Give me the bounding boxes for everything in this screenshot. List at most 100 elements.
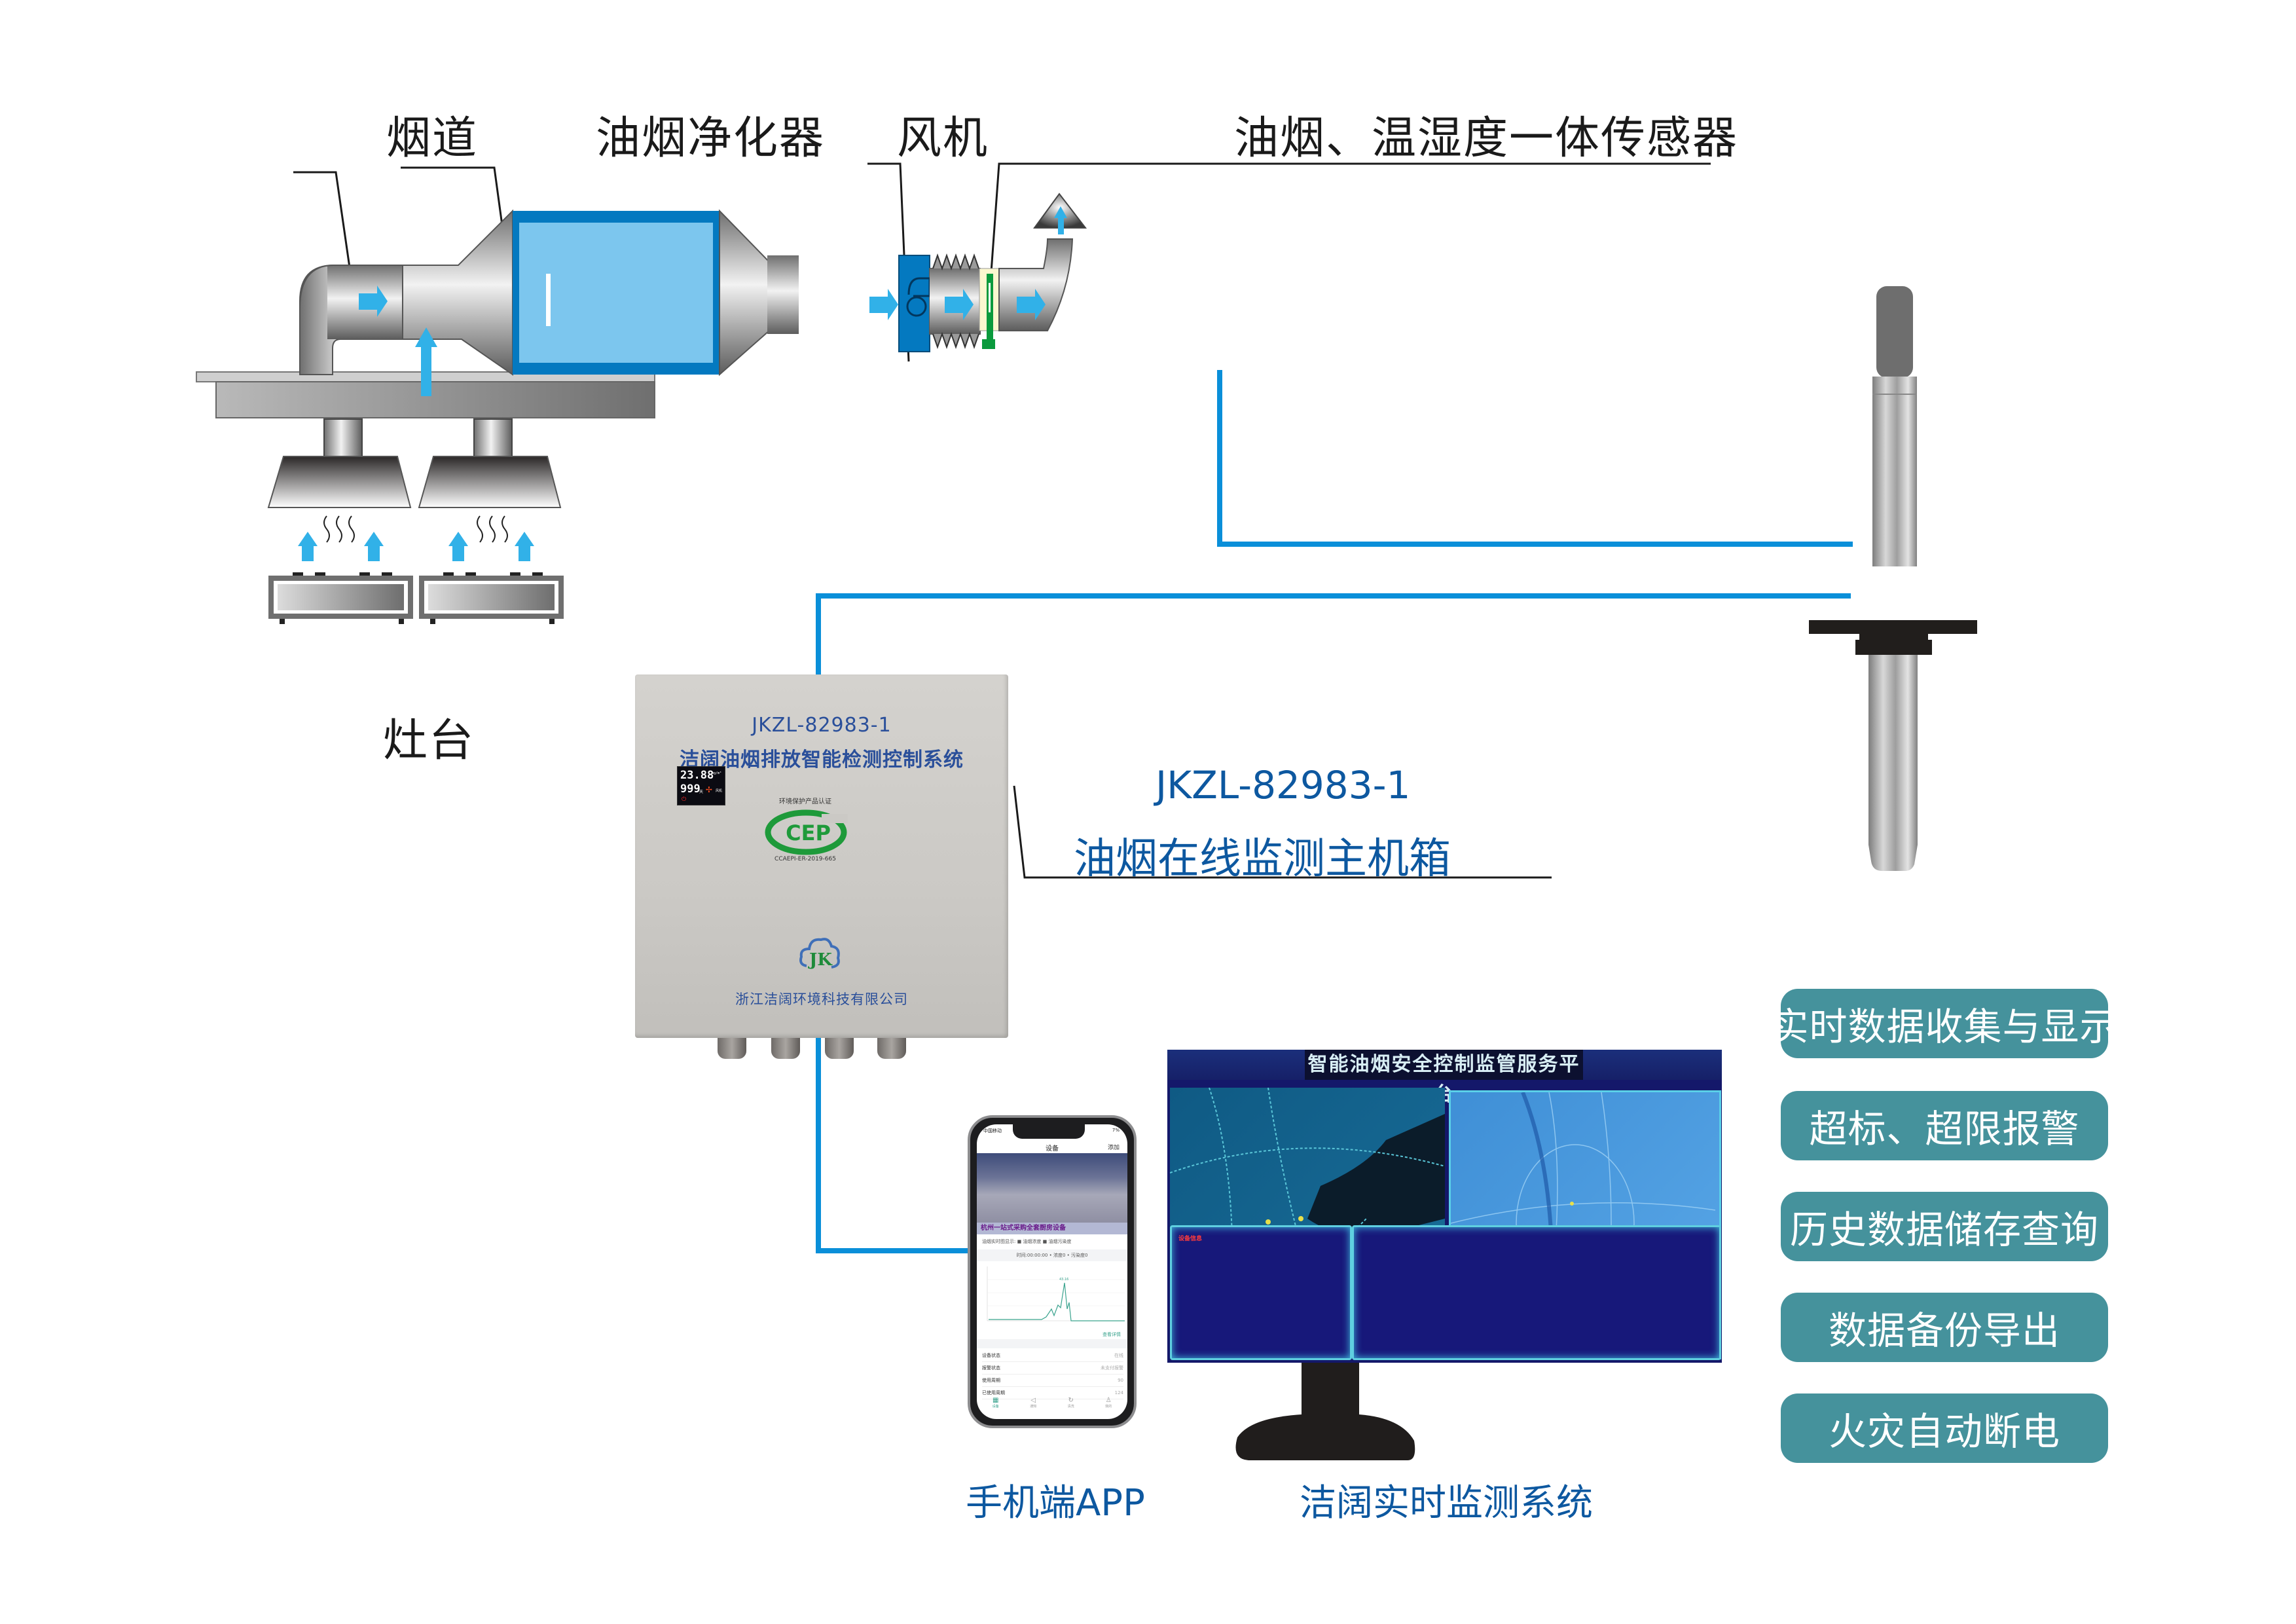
host-box-model: JKZL-82983-1 (752, 714, 892, 737)
cep-logo-text: CEP (786, 821, 831, 845)
speaker-icon: ◁ (1030, 1397, 1036, 1404)
lcd-fan-label: 风机 (716, 789, 723, 793)
arrow-up-icon (1054, 206, 1067, 234)
sensor-cable (1217, 370, 1853, 547)
stove-right (419, 572, 564, 624)
kitchen-photo (977, 1153, 1127, 1223)
statistics-panel (1352, 1225, 1721, 1360)
flue-duct (299, 209, 513, 376)
tab-mine[interactable]: ♙我的 (1095, 1397, 1121, 1415)
arrow-up-icon (448, 532, 468, 561)
stove-arrows (298, 532, 534, 561)
host-box-system-name: 洁阔油烟排放智能检测控制系统 (680, 748, 964, 771)
sensor-probe (1809, 286, 1977, 871)
host-cable (816, 593, 1851, 674)
fan-label: 风机 (897, 113, 989, 164)
sensor-label: 油烟、温湿度一体传感器 (1234, 113, 1739, 164)
screen-header: 智能油烟安全控制监管服务平台 (1167, 1050, 1722, 1106)
feature-over-limit-alarm: 超标、超限报警 (1781, 1091, 2108, 1160)
heat-waves (323, 515, 508, 543)
monitoring-system-screen: 智能油烟安全控制监管服务平台 (1167, 1050, 1722, 1363)
monitor-system-caption: 洁阔实时监测系统 (1300, 1482, 1593, 1524)
phone-screen: 中国移动 7% 设备 添加 杭州一站式采购全套厨房设备 油烟实时图显示: ■ 油… (977, 1124, 1127, 1419)
realtime-line-chart: 43.16 (979, 1263, 1125, 1329)
phone-app-mockup: 中国移动 7% 设备 添加 杭州一站式采购全套厨房设备 油烟实时图显示: ■ 油… (968, 1115, 1137, 1428)
host-callout-title: 油烟在线监测主机箱 (1074, 835, 1451, 883)
arrow-up-icon (415, 327, 437, 396)
leader-lines (293, 162, 1711, 879)
hood-left (267, 418, 412, 508)
hood-right (418, 418, 562, 508)
info-row: 报警状态未支付报警 (982, 1362, 1123, 1375)
arrow-right-icon (869, 289, 898, 320)
arrow-right-icon (1017, 289, 1046, 320)
phone-notch (1013, 1124, 1085, 1139)
screen-title: 智能油烟安全控制监管服务平台 (1305, 1050, 1583, 1106)
phone-cable (816, 1038, 968, 1253)
chart-peak-label: 43.16 (1059, 1278, 1068, 1282)
flow-arrows (359, 206, 1067, 396)
host-callout-leader-line (1013, 785, 1552, 879)
host-control-box: JKZL-82983-1 洁阔油烟排放智能检测控制系统 23.88 mg/m³ … (635, 674, 1008, 1038)
bottom-tab-bar: ▦设备 ◁通知 ↻清洗 ♙我的 (977, 1397, 1127, 1415)
arrow-up-icon (364, 532, 384, 561)
cep-code: CCAEPI-ER-2019-665 (774, 856, 836, 862)
monitor-stand (1235, 1356, 1415, 1460)
refresh-icon: ↻ (1068, 1397, 1074, 1404)
chart-time-readout: 时间:00:00:00 • 浓度0 • 污染度0 (977, 1249, 1127, 1261)
arrow-up-icon (515, 532, 534, 561)
arrow-right-icon (359, 286, 388, 317)
device-info-panel: 设备信息 (1170, 1225, 1352, 1360)
info-row: 设备状态在线 (982, 1350, 1123, 1362)
status-carrier: 中国移动 (983, 1128, 1002, 1134)
cable-gland (718, 1038, 746, 1059)
cep-certification-logo: 环境保护产品认证 CEP CCAEPI-ER-2019-665 (763, 796, 848, 868)
view-details-link[interactable]: 查看详情 (1102, 1332, 1121, 1337)
jk-company-logo: JK (797, 933, 843, 979)
cable-gland (771, 1038, 800, 1059)
feature-history-query: 历史数据储存查询 (1781, 1192, 2108, 1261)
sensor-leader-line (989, 162, 1711, 291)
company-name: 浙江洁阔环境科技有限公司 (735, 991, 908, 1007)
lcd-days-unit: 天 (699, 790, 704, 794)
lcd-unit: mg/m³ (712, 771, 722, 775)
lcd-days: 999 (680, 783, 701, 796)
feature-realtime-data: 实时数据收集与显示 (1771, 989, 2118, 1058)
cable-gland (825, 1038, 854, 1059)
add-device-button[interactable]: 添加 (1107, 1145, 1120, 1151)
flue-label: 烟道 (386, 113, 479, 164)
stove-label: 灶台 (383, 715, 475, 767)
feature-data-backup: 数据备份导出 (1781, 1293, 2108, 1362)
feature-fire-power-off: 火灾自动断电 (1781, 1393, 2108, 1463)
status-battery: 7% (1112, 1128, 1120, 1133)
arrow-right-icon (945, 289, 974, 320)
chart-legend: 油烟实时图显示: ■ 油烟浓度 ■ 油烟污染度 (982, 1239, 1072, 1244)
purifier (513, 209, 770, 377)
tab-clean[interactable]: ↻清洗 (1058, 1397, 1084, 1415)
grid-icon: ▦ (993, 1397, 999, 1404)
host-callout-model: JKZL-82983-1 (1156, 763, 1411, 807)
lcd-concentration: 23.88 (680, 769, 714, 782)
phone-app-caption: 手机端APP (966, 1482, 1145, 1524)
cables (816, 370, 1853, 1253)
tab-notify[interactable]: ◁通知 (1020, 1397, 1046, 1415)
ad-banner[interactable]: 杭州一站式采购全套厨房设备 (977, 1223, 1127, 1234)
cep-arc-text: 环境保护产品认证 (779, 798, 831, 805)
user-icon: ♙ (1105, 1397, 1112, 1404)
outlet-duct (998, 193, 1087, 331)
stove-left (268, 572, 413, 624)
flue-leader-line (293, 171, 355, 295)
power-icon: ⏻ (682, 796, 687, 803)
cable-gland (877, 1038, 906, 1059)
sensor-section (979, 268, 1000, 349)
tab-device[interactable]: ▦设备 (983, 1397, 1009, 1415)
lcd-display: 23.88 mg/m³ 999 天 ✢ 风机 ⏻ (677, 766, 725, 805)
purifier-label: 油烟净化器 (596, 113, 826, 164)
arrow-up-icon (298, 532, 318, 561)
fan-icon: ✢ (706, 783, 712, 795)
info-panel-title: 设备信息 (1178, 1236, 1203, 1242)
app-page-title: 设备 (1046, 1145, 1059, 1153)
